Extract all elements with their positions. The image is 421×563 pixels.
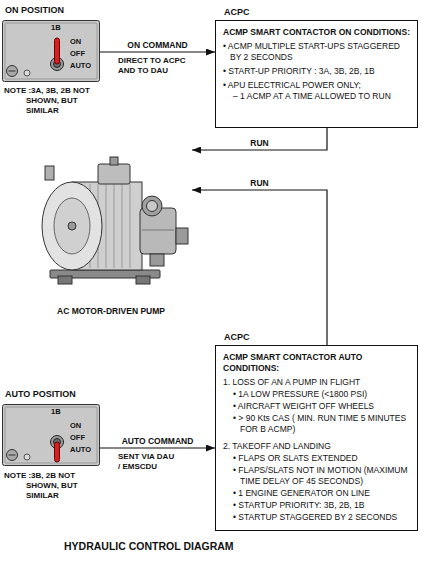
switch-panel-art	[54, 439, 61, 446]
pump-illustration	[98, 164, 130, 184]
pump-illustration	[90, 184, 91, 268]
edge-label: RUN	[249, 178, 269, 188]
condition-item: • 1A LOW PRESSURE (<1800 PSI)	[233, 389, 411, 400]
switch-panel-art	[3, 21, 100, 82]
pump-illustration	[130, 184, 131, 268]
note-text: NOTE :3A, 3B, 2B NOT SHOWN, BUT SIMILAR	[4, 86, 100, 116]
switch-panel-art	[9, 455, 16, 456]
switch-panel-art	[9, 71, 16, 72]
switch-panel-art	[24, 70, 30, 76]
signal-note: DIRECT TO ACPC AND TO DAU	[118, 56, 198, 76]
pump-illustration	[42, 157, 188, 284]
pump-illustration	[50, 270, 160, 278]
switch-panel-art	[24, 454, 30, 460]
pump-illustration	[136, 276, 150, 284]
switch-number: 1B	[51, 23, 61, 32]
pump-illustration	[122, 184, 123, 268]
edge-label: ON COMMAND	[126, 40, 188, 50]
edge-label: AUTO COMMAND	[121, 436, 195, 446]
controller-box: ACPCACMP SMART CONTACTOR AUTO CONDITIONS…	[215, 345, 418, 531]
condition-item: • STARTUP STAGGERED BY 2 SECONDS	[233, 512, 411, 523]
switch-panel-art	[55, 38, 60, 64]
switch-panel-art	[51, 58, 64, 71]
pump-illustration	[68, 222, 76, 230]
connector-arrow	[192, 190, 327, 345]
switch-panel-art	[3, 405, 100, 466]
condition-item: • FLAPS/SLATS NOT IN MOTION (MAXIMUM TIM…	[233, 465, 411, 487]
panel-heading: ON POSITION	[5, 5, 64, 16]
connector-arrow	[100, 447, 215, 448]
edge-label: RUN	[249, 138, 269, 148]
condition-item: • > 90 Kts CAS ( MIN. RUN TIME 5 MINUTES…	[233, 413, 411, 435]
condition-item: • START-UP PRIORITY : 3A, 3B, 2B, 1B	[223, 66, 411, 77]
pump-illustration	[54, 198, 90, 254]
switch-position: ON	[70, 421, 81, 430]
pump-illustration	[114, 184, 115, 268]
note-text: NOTE :3B, 2B NOT SHOWN, BUT SIMILAR	[4, 471, 100, 501]
pump-illustration	[142, 196, 162, 216]
switch-panel-art	[55, 442, 60, 462]
controller-box: ACPCACMP SMART CONTACTOR ON CONDITIONS:•…	[215, 20, 418, 128]
condition-item: 1. LOSS OF AN A PUMP IN FLIGHT	[223, 377, 411, 388]
pump-illustration	[176, 228, 188, 244]
switch-position: OFF	[70, 49, 85, 58]
switch-panel-art	[7, 66, 18, 77]
switch-panel-art	[5, 23, 97, 79]
condition-item: • AIRCRAFT WEIGHT OFF WHEELS	[233, 401, 411, 412]
switch-position: OFF	[70, 433, 85, 442]
pump-figure: AC MOTOR-DRIVEN PUMP	[30, 125, 192, 320]
switch-panel-art	[3, 21, 100, 82]
box-heading: ACPC	[224, 332, 250, 343]
pump-illustration	[45, 166, 54, 180]
pump-illustration	[42, 182, 102, 270]
switch-panel-art	[3, 405, 100, 466]
pump-illustration	[110, 157, 118, 165]
box-title: ACMP SMART CONTACTOR ON CONDITIONS:	[223, 27, 411, 38]
switch-position: AUTO	[70, 61, 91, 70]
pump-illustration	[147, 201, 158, 212]
pump-illustration	[82, 184, 83, 268]
panel-heading: AUTO POSITION	[5, 389, 76, 400]
switch-panel-art	[7, 450, 18, 461]
pump-illustration	[58, 276, 72, 284]
condition-item: • APU ELECTRICAL POWER ONLY;	[223, 80, 411, 91]
switch-position: AUTO	[70, 445, 91, 454]
condition-item: • STARTUP PRIORITY: 3B, 2B, 1B	[233, 500, 411, 511]
condition-item: – 1 ACMP AT A TIME ALLOWED TO RUN	[233, 91, 411, 102]
condition-item: • FLAPS OR SLATS EXTENDED	[233, 453, 411, 464]
switch-panel-art	[51, 436, 64, 449]
switch-number: 1B	[51, 407, 61, 416]
signal-note: SENT VIA DAU / EMSCDU	[118, 452, 178, 472]
pump-illustration	[140, 208, 176, 254]
box-heading: ACPC	[224, 7, 250, 18]
switch-panel-art	[5, 407, 97, 463]
connector-arrow	[100, 51, 215, 52]
figure-caption: AC MOTOR-DRIVEN PUMP	[30, 306, 192, 317]
switch-position: ON	[70, 37, 81, 46]
condition-item: • ACMP MULTIPLE START-UPS STAGGERED BY 2…	[223, 41, 411, 63]
switch-panel: AUTO POSITION1BONOFFAUTO	[2, 404, 100, 466]
switch-panel-art	[54, 61, 61, 68]
box-title: ACMP SMART CONTACTOR AUTO CONDITIONS:	[223, 352, 411, 374]
pump-illustration	[98, 184, 99, 268]
pump-illustration	[106, 184, 107, 268]
pump-illustration	[82, 184, 130, 268]
pump-illustration	[150, 254, 164, 266]
connector-arrow	[192, 128, 327, 150]
condition-item: • 1 ENGINE GENERATOR ON LINE	[233, 488, 411, 499]
diagram-title: HYDRAULIC CONTROL DIAGRAM	[64, 540, 234, 553]
switch-panel: ON POSITION1BONOFFAUTO	[2, 20, 100, 82]
condition-item: 2. TAKEOFF AND LANDING	[223, 441, 411, 452]
pump-illustration	[142, 230, 174, 231]
pump-illustration	[72, 182, 142, 270]
